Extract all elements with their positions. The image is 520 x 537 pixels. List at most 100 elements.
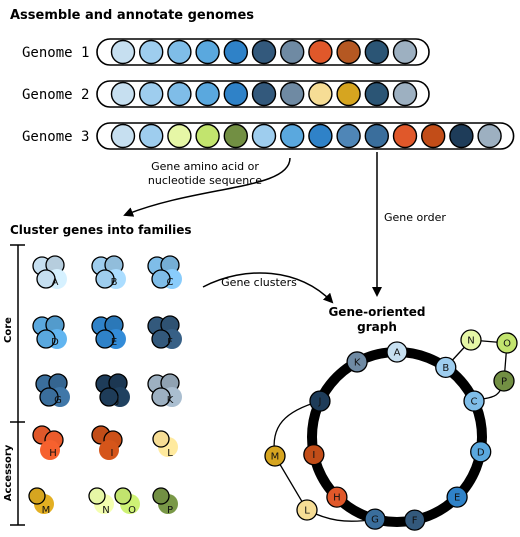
gene-circle [223,123,249,149]
accessory-label: Accessory [3,444,14,501]
gene-circle [280,81,305,107]
gene-family-k: K [147,373,182,407]
sequence-label-line2: nucleotide sequence [148,174,262,187]
family-label: C [167,277,174,288]
gene-circle [138,123,164,149]
family-label: N [102,505,109,516]
graph-node-label: H [333,493,341,504]
family-label: K [167,395,174,406]
gene-circle [138,39,164,65]
gene-circle [308,123,333,149]
genome-loop [96,80,430,108]
gene-circle [421,123,446,149]
gene-family-p: P [152,487,178,516]
graph-node-d: D [470,441,492,463]
graph-node-k: K [346,351,368,373]
graph-node-h: H [326,486,348,508]
family-label: M [42,505,51,516]
genome-row: Genome 1 [22,38,430,66]
gene-circle [392,123,418,149]
gene-circle [280,123,305,149]
graph-node-label: F [412,516,418,527]
family-label: G [54,395,62,406]
genome-row: Genome 2 [22,80,430,108]
gene-circle [167,123,192,149]
genome-loop [96,38,430,66]
family-label: A [52,277,59,288]
cluster-title: Cluster genes into families [10,223,192,237]
graph-node-label: B [442,363,449,374]
diagram-title: Assemble and annotate genomes [10,8,254,23]
family-label: L [167,448,173,459]
family-label: D [51,337,59,348]
gene-circle [138,81,164,107]
graph-node-p: P [493,370,515,392]
gene-family-h: H [32,425,64,460]
family-label: P [167,505,173,516]
gene-circle [195,81,220,107]
family-label: O [128,505,136,516]
genome-label: Genome 1 [22,45,89,61]
graph-node-i: I [303,444,325,466]
gene-family-n: N [88,487,114,516]
gene-circle [364,39,389,65]
gene-circle [223,39,249,65]
gene-circle [364,123,389,149]
graph-node-j: J [309,390,331,412]
gene-circle [308,39,333,65]
core-label: Core [3,317,14,343]
gene-graph: A B C D E F G H I J K L M N OP [264,329,518,531]
gene-family-e: E [91,315,126,349]
gene-clusters-label: Gene clusters [221,276,297,289]
gene-family-a: A [32,255,67,289]
genome-label: Genome 2 [22,87,89,103]
graph-node-m: M [264,445,286,467]
gene-family-m: M [28,487,54,516]
gene-circle [110,81,136,107]
gene-family-l: L [152,430,178,459]
gene-family-d: D [32,315,67,349]
family-label: B [111,277,118,288]
gene-circle [336,123,361,149]
gene-circle [336,81,361,107]
gene-family-b: B [91,255,126,289]
gene-family-o: O [114,487,140,516]
family-label: I [111,448,114,459]
graph-node-f: F [404,509,426,531]
gene-circle [110,39,136,65]
genome-loop [96,122,515,150]
genome-row: Genome 3 [22,122,515,150]
gene-circle [167,39,192,65]
graph-node-label: A [394,348,401,359]
genome-rows: Genome 1 Genome 2 Genome 3 [22,38,515,150]
graph-node-label: C [471,397,478,408]
graph-node-label: G [371,515,379,526]
gene-circle [336,39,361,65]
graph-node-g: G [364,508,386,530]
graph-node-label: J [317,397,321,408]
graph-node-label: I [312,450,315,461]
graph-node-label: E [454,493,460,504]
graph-node-e: E [446,486,468,508]
graph-node-label: N [467,336,474,347]
graph-node-l: L [296,499,318,521]
gene-circle [392,39,418,65]
gene-circle [308,81,333,107]
gene-circle [251,39,277,65]
graph-node-a: A [386,341,408,363]
sequence-label-line1: Gene amino acid or [151,160,259,173]
gene-family-c: C [147,255,182,289]
gene-circle [195,123,220,149]
graph-node-n: N [460,329,482,351]
graph-node-c: C [463,390,485,412]
gene-clusters-arrow [202,272,334,304]
gene-family-i: I [91,425,123,460]
sequence-arrow [123,157,291,217]
gene-family-g: G [35,373,70,407]
side-bracket [10,244,25,526]
gene-circle [167,81,192,107]
graph-node-o: O [496,332,518,354]
graph-node-label: D [477,447,485,458]
